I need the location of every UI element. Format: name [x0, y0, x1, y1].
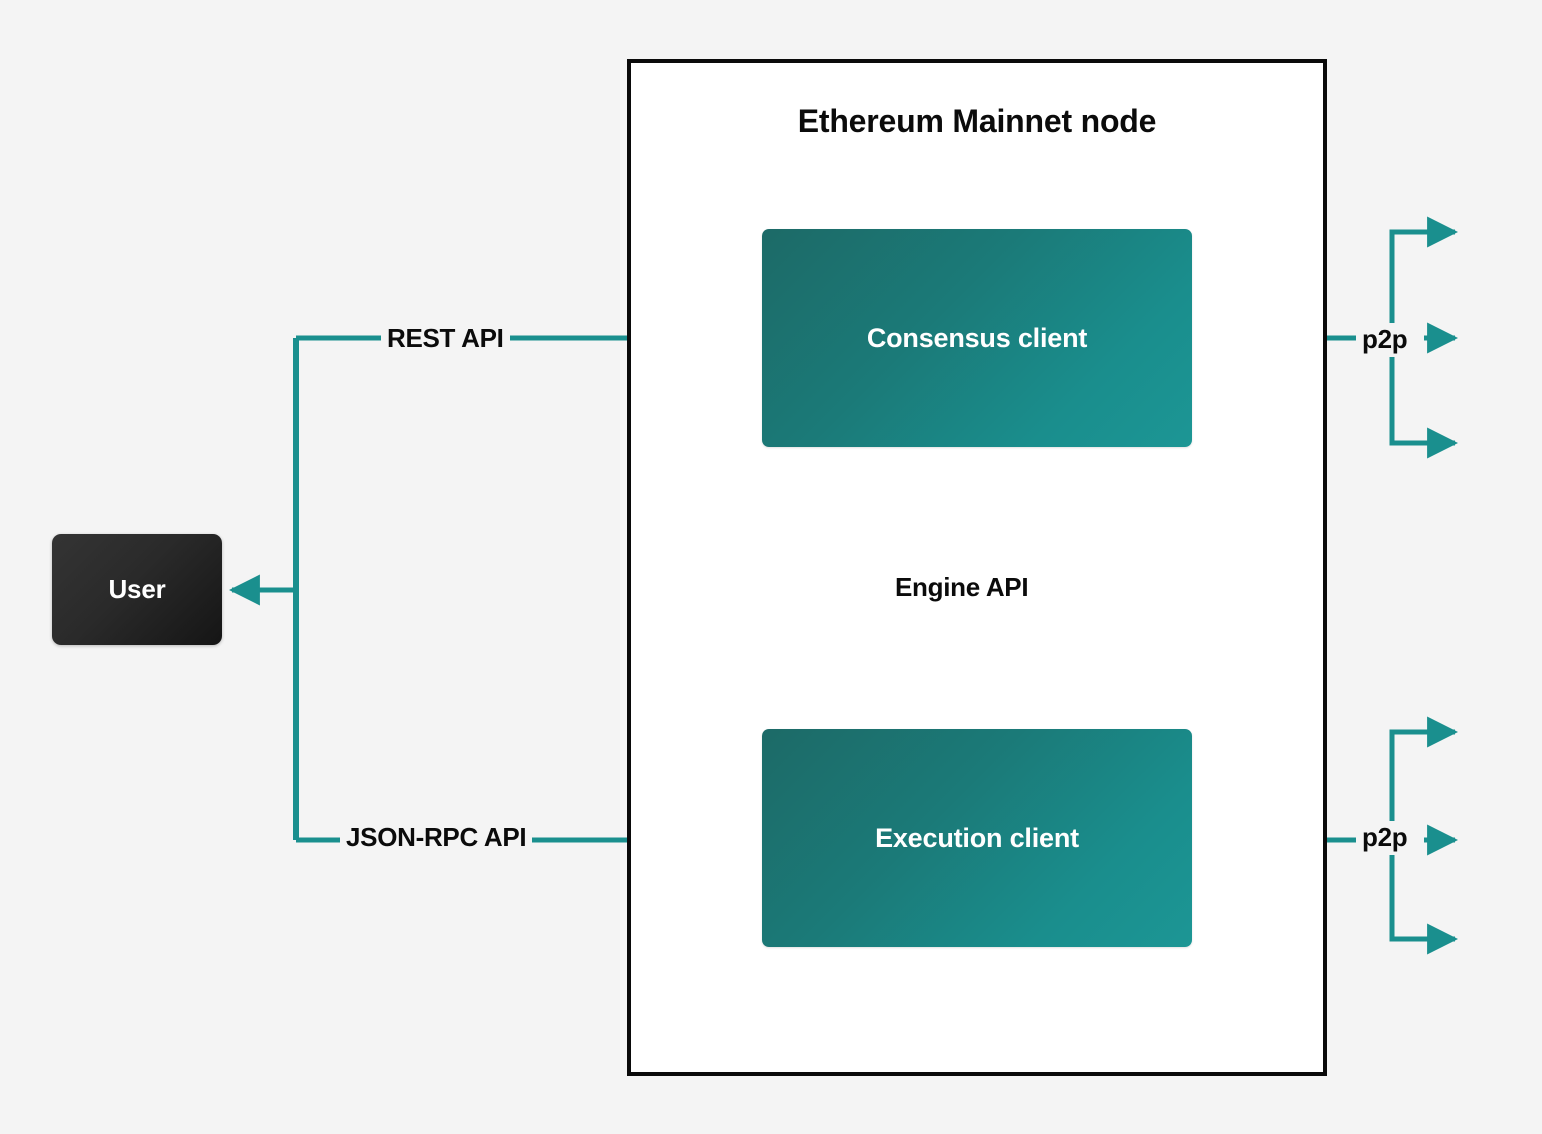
edge-label-p2p-execution: p2p: [1356, 821, 1414, 855]
edge-label-engine-api: Engine API: [889, 571, 1035, 605]
user-label: User: [108, 574, 166, 604]
edge-label-rest-api: REST API: [381, 322, 510, 356]
execution-client-label: Execution client: [875, 822, 1079, 853]
p2p-top-stem-upper: [1389, 216, 1459, 338]
execution-client-box[interactable]: Execution client: [762, 729, 1192, 947]
edge-label-json-rpc-api: JSON-RPC API: [340, 821, 533, 855]
consensus-client-label: Consensus client: [866, 322, 1088, 353]
p2p-top-stem-lower: [1389, 338, 1459, 459]
consensus-client-box[interactable]: Consensus client: [762, 229, 1192, 447]
p2p-bottom-stem-upper: [1389, 716, 1459, 840]
node-title: Ethereum Mainnet node: [797, 103, 1157, 139]
p2p-bottom-stem-lower: [1389, 840, 1459, 955]
user-box[interactable]: User: [52, 534, 222, 645]
edge-label-p2p-consensus: p2p: [1356, 323, 1414, 357]
